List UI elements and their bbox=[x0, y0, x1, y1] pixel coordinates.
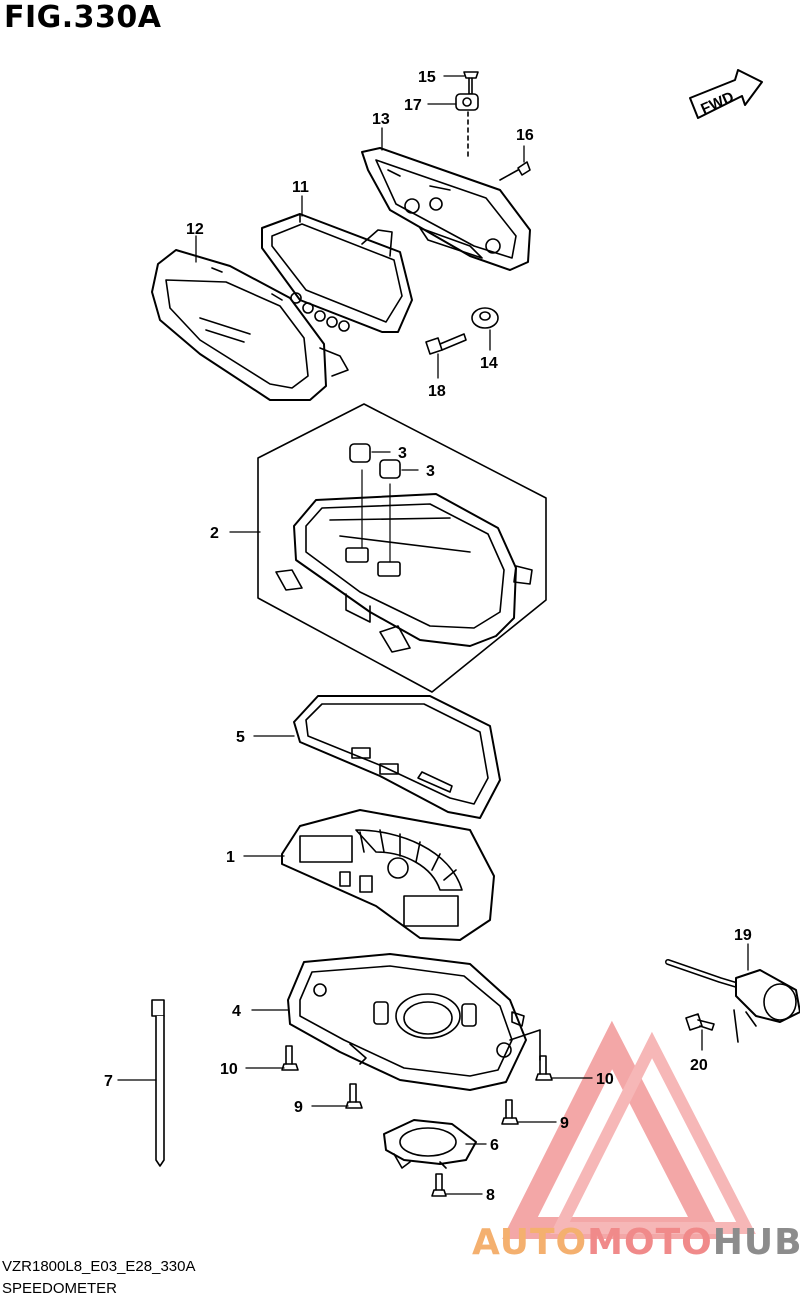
meter-housing-11 bbox=[261, 213, 413, 333]
callout-3b: 3 bbox=[426, 463, 435, 480]
bracket-13 bbox=[361, 147, 531, 271]
lower-case-4 bbox=[287, 953, 541, 1091]
cable-tie-7 bbox=[151, 999, 165, 1167]
callout-9b: 9 bbox=[560, 1115, 569, 1132]
watermark-logo bbox=[502, 1020, 756, 1239]
screw-8 bbox=[431, 1173, 447, 1197]
case-assembly-box bbox=[257, 403, 547, 693]
callout-12: 12 bbox=[186, 221, 204, 238]
screw-9b bbox=[501, 1099, 519, 1125]
meter-lens-12 bbox=[151, 249, 349, 401]
callout-7: 7 bbox=[104, 1073, 113, 1090]
callout-3a: 3 bbox=[398, 445, 407, 462]
cap-3b bbox=[379, 459, 401, 479]
callout-9a: 9 bbox=[294, 1099, 303, 1116]
bolt-18 bbox=[425, 333, 467, 355]
gasket-5 bbox=[293, 695, 501, 819]
callout-19: 19 bbox=[734, 927, 752, 944]
callout-11: 11 bbox=[292, 179, 309, 196]
watermark-text: AUTOMOTOHUB bbox=[472, 1222, 800, 1263]
clamp-17 bbox=[455, 93, 479, 161]
callout-6: 6 bbox=[490, 1137, 499, 1154]
cap-3a bbox=[349, 443, 371, 463]
callout-18: 18 bbox=[428, 383, 446, 400]
callout-20: 20 bbox=[690, 1057, 708, 1074]
screw-16 bbox=[499, 161, 531, 181]
watermark-auto: AUTO bbox=[472, 1222, 588, 1263]
screw-10b bbox=[535, 1055, 553, 1081]
meter-unit-1 bbox=[281, 809, 495, 941]
watermark-hub: HUB bbox=[712, 1222, 800, 1263]
callout-17: 17 bbox=[404, 97, 422, 114]
screw-9a bbox=[345, 1083, 363, 1109]
grommet-14 bbox=[471, 307, 499, 329]
callout-13: 13 bbox=[372, 111, 390, 128]
callout-5: 5 bbox=[236, 729, 245, 746]
sensor-19 bbox=[665, 959, 800, 1043]
callout-4: 4 bbox=[232, 1003, 241, 1020]
callout-8: 8 bbox=[486, 1187, 495, 1204]
watermark-moto: MOTO bbox=[587, 1222, 713, 1263]
screw-15 bbox=[463, 71, 479, 95]
figure-title: FIG.330A bbox=[4, 0, 162, 35]
fwd-arrow-icon bbox=[689, 69, 763, 119]
callout-14: 14 bbox=[480, 355, 498, 372]
model-code: VZR1800L8_E03_E28_330A bbox=[2, 1258, 196, 1275]
callout-2: 2 bbox=[210, 525, 219, 542]
section-name: SPEEDOMETER bbox=[2, 1280, 118, 1297]
callout-15: 15 bbox=[418, 69, 436, 86]
ring-bracket-6 bbox=[383, 1119, 477, 1169]
callout-10a: 10 bbox=[220, 1061, 238, 1078]
callout-16: 16 bbox=[516, 127, 534, 144]
callout-10b: 10 bbox=[596, 1071, 614, 1088]
bolt-20 bbox=[685, 1013, 715, 1031]
upper-case-2 bbox=[275, 469, 533, 653]
callout-1: 1 bbox=[226, 849, 235, 866]
leader-lines bbox=[117, 75, 749, 1195]
callout-labels: 15 17 13 16 11 12 14 18 3 3 2 5 1 19 4 2… bbox=[104, 69, 752, 1204]
screw-10a bbox=[281, 1045, 299, 1071]
